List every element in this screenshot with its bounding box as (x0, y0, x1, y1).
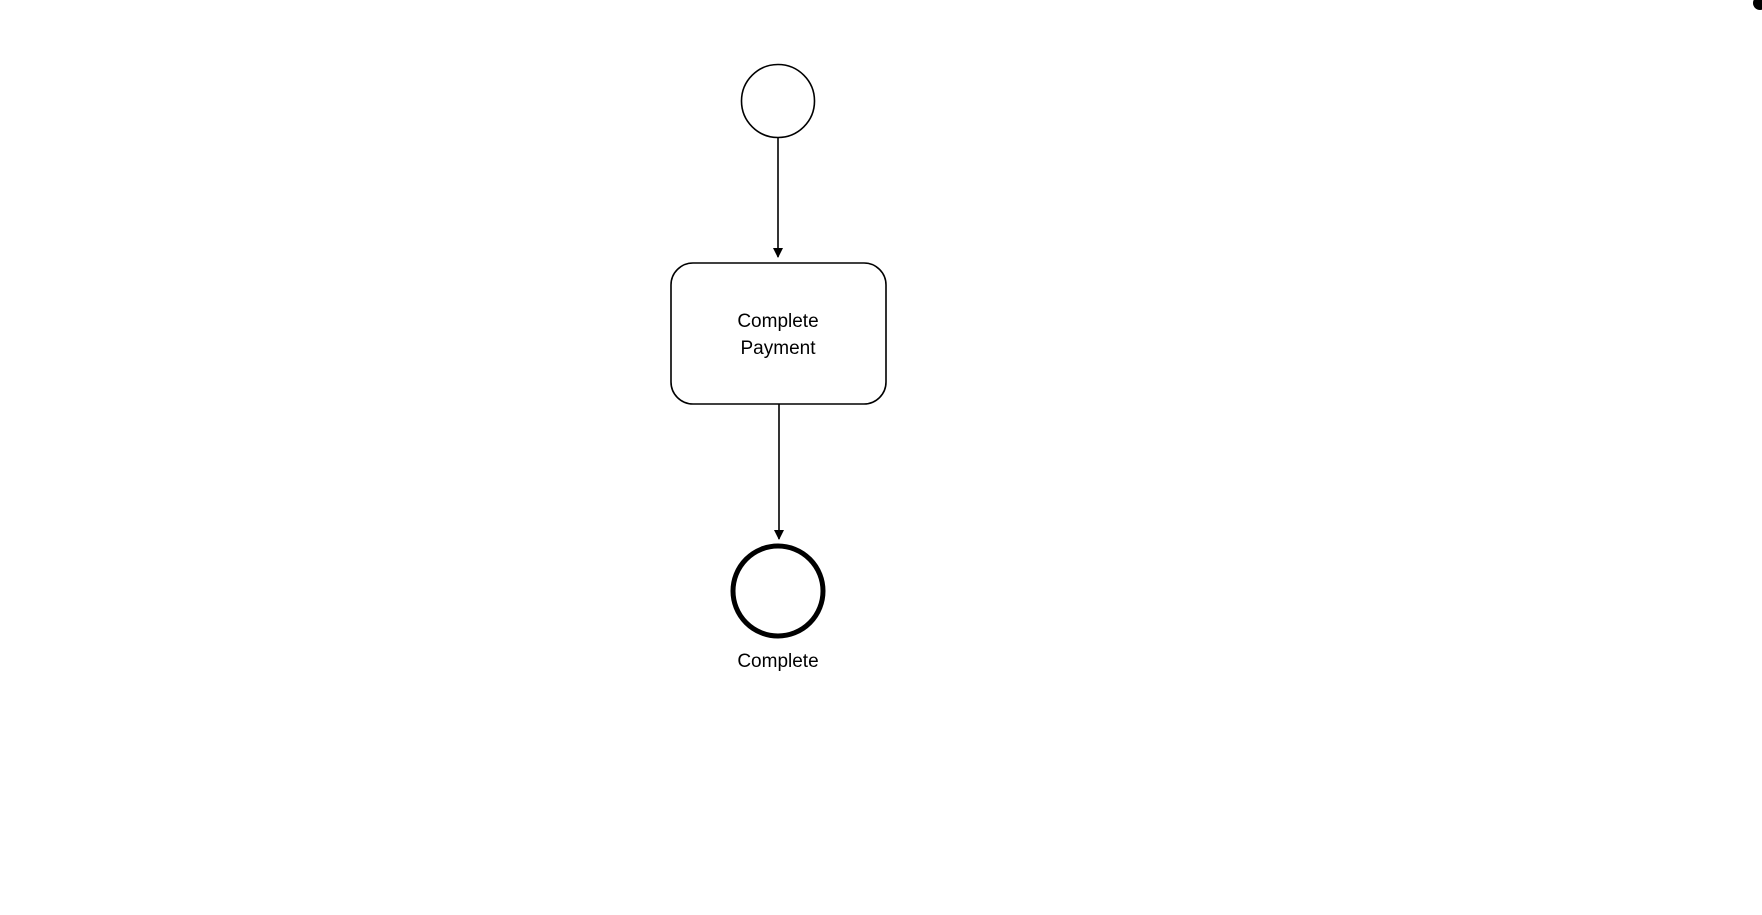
end-event-node[interactable] (730, 543, 826, 639)
end-event-label: Complete (737, 651, 818, 672)
task-node[interactable] (670, 262, 887, 405)
corner-mark-icon (1753, 0, 1762, 10)
task-label-line2: Payment (741, 338, 817, 359)
start-event-node[interactable] (740, 63, 816, 139)
task-label-line1: Complete (737, 311, 818, 332)
